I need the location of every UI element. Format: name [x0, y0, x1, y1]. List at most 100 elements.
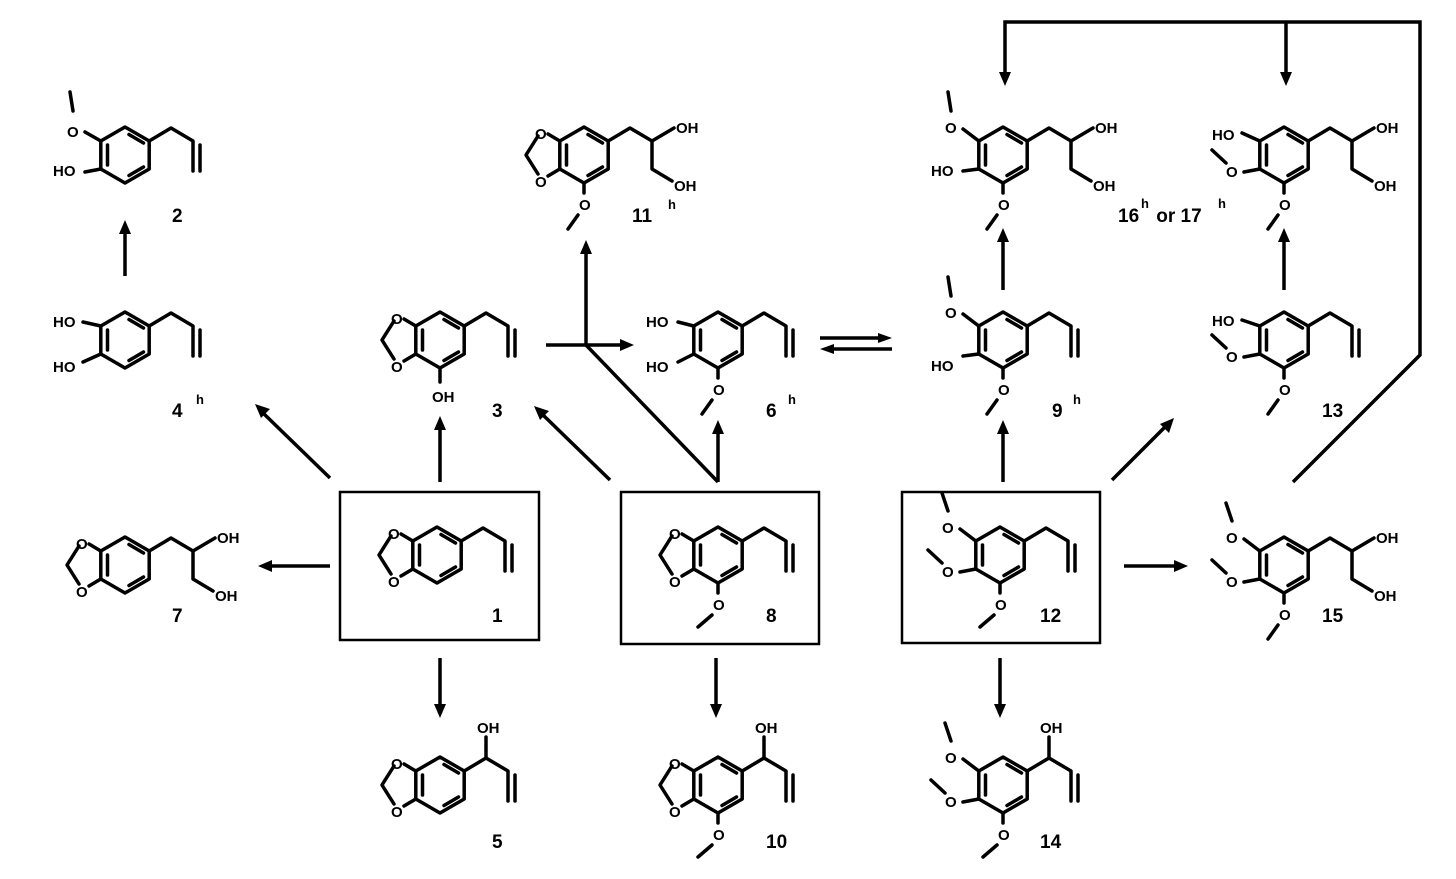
svg-text:HO: HO [931, 163, 954, 180]
svg-text:OH: OH [676, 120, 699, 137]
svg-text:OH: OH [1093, 178, 1116, 195]
svg-text:O: O [669, 756, 681, 773]
svg-text:OH: OH [1095, 120, 1118, 137]
arrow-12-to-14 [994, 658, 1006, 718]
label-14: 14 [1040, 832, 1062, 853]
svg-text:O: O [945, 794, 957, 811]
structure-13: HO O O [1210, 310, 1361, 416]
svg-text:OH: OH [1376, 120, 1399, 137]
svg-text:O: O [391, 311, 403, 328]
svg-text:O: O [995, 597, 1007, 614]
svg-text:O: O [1226, 164, 1238, 181]
svg-text:O: O [669, 804, 681, 821]
equilibrium-6-9 [820, 333, 892, 354]
svg-text:O: O [76, 536, 88, 553]
svg-text:O: O [391, 804, 403, 821]
label-16: 16 [1118, 206, 1139, 227]
svg-text:OH: OH [1374, 178, 1397, 195]
structure-1: O O [377, 525, 514, 591]
svg-text:HO: HO [646, 314, 669, 331]
svg-text:OH: OH [217, 530, 240, 547]
label-4: 4 [172, 401, 183, 422]
svg-text:O: O [76, 584, 88, 601]
svg-text:O: O [1279, 197, 1291, 214]
arrow-3-to-6 [546, 339, 634, 351]
svg-text:HO: HO [53, 163, 76, 180]
label-12: 12 [1040, 606, 1061, 627]
svg-text:O: O [942, 520, 954, 537]
arrow-4-to-2 [119, 220, 131, 276]
label-10: 10 [766, 832, 787, 853]
svg-text:O: O [942, 564, 954, 581]
svg-text:O: O [1226, 349, 1238, 366]
svg-text:O: O [388, 574, 400, 591]
svg-text:HO: HO [931, 358, 954, 375]
svg-text:OH: OH [1376, 530, 1399, 547]
svg-text:O: O [67, 124, 79, 141]
arrow-12-to-15 [1124, 560, 1188, 572]
structure-4: HO HO [53, 310, 202, 376]
arrow-12-to-13 [1110, 418, 1174, 482]
svg-text:O: O [945, 120, 957, 137]
label-4-sup: h [196, 392, 204, 407]
svg-text:HO: HO [1212, 127, 1235, 144]
arrow-8-to-10 [710, 658, 722, 718]
svg-text:HO: HO [646, 359, 669, 376]
svg-text:HO: HO [1212, 313, 1235, 330]
structure-8: O O O [658, 525, 795, 629]
svg-text:O: O [713, 827, 725, 844]
svg-text:O: O [1226, 574, 1238, 591]
label-8: 8 [766, 606, 777, 627]
svg-text:HO: HO [53, 314, 76, 331]
svg-text:OH: OH [432, 389, 455, 406]
label-9: 9 [1052, 401, 1063, 422]
structure-14: OH O O O [929, 720, 1080, 859]
label-1: 1 [492, 606, 503, 627]
box-compound-8 [619, 490, 821, 646]
label-3: 3 [492, 401, 503, 422]
svg-text:O: O [713, 597, 725, 614]
svg-text:O: O [1279, 382, 1291, 399]
box-compound-12 [900, 490, 1102, 645]
arrow-9-to-16 [997, 228, 1009, 290]
svg-text:O: O [669, 574, 681, 591]
label-7: 7 [172, 606, 183, 627]
arrow-1-to-4 [255, 404, 332, 480]
label-or-17: or 17 [1151, 206, 1202, 227]
box-compound-1 [338, 490, 541, 642]
svg-text:HO: HO [53, 359, 76, 376]
svg-text:OH: OH [674, 178, 697, 195]
svg-text:OH: OH [477, 720, 500, 737]
svg-text:O: O [391, 756, 403, 773]
svg-text:O: O [998, 827, 1010, 844]
svg-text:O: O [669, 526, 681, 543]
arrow-15-to-16-17 [999, 20, 1422, 484]
svg-text:O: O [945, 305, 957, 322]
label-15: 15 [1322, 606, 1344, 627]
structure-15: OH OH O O O [1210, 501, 1399, 641]
svg-text:O: O [998, 382, 1010, 399]
structure-3: O O OH [380, 310, 517, 406]
structure-12: O O O [926, 491, 1077, 629]
svg-text:O: O [1226, 530, 1238, 547]
label-2: 2 [172, 206, 183, 227]
svg-text:O: O [391, 359, 403, 376]
label-11-sup: h [668, 197, 676, 212]
structure-7: O O OH OH [65, 530, 240, 605]
label-11: 11 [632, 206, 653, 227]
label-16-sup: h [1141, 196, 1149, 211]
svg-text:O: O [388, 526, 400, 543]
label-17-sup: h [1218, 196, 1226, 211]
arrow-13-to-17 [1278, 228, 1290, 290]
svg-text:O: O [945, 750, 957, 767]
svg-text:O: O [998, 197, 1010, 214]
svg-text:OH: OH [1374, 588, 1397, 605]
label-13: 13 [1322, 401, 1343, 422]
structure-2: O HO [53, 90, 202, 185]
structure-16: O HO OH OH O [931, 90, 1118, 231]
arrow-1-to-5 [434, 658, 446, 718]
svg-text:O: O [535, 126, 547, 143]
arrow-8-to-6 [712, 420, 724, 482]
svg-text:O: O [535, 174, 547, 191]
arrow-1-to-7 [258, 560, 330, 572]
